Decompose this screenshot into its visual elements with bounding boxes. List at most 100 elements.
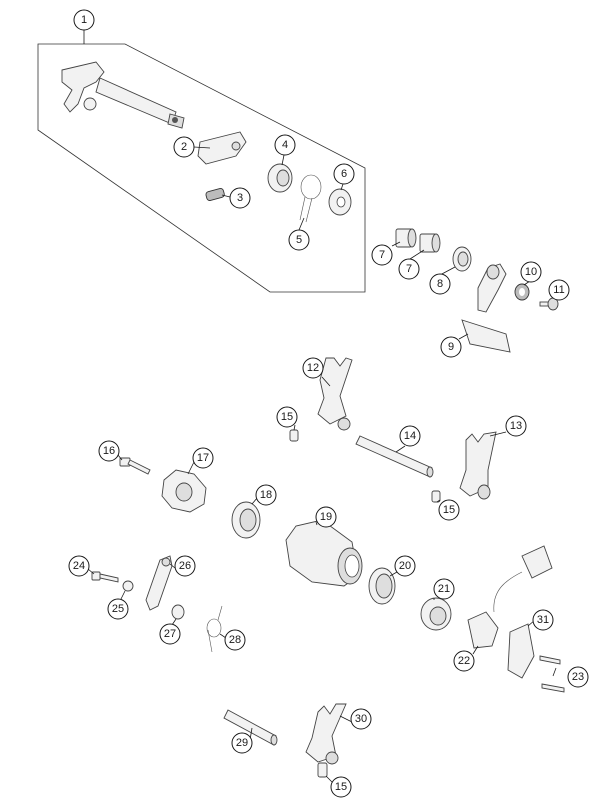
callout-17: 17 (192, 447, 214, 469)
screws-part-23 (539, 655, 565, 693)
pin-part-15c (317, 762, 328, 778)
callout-6: 6 (333, 163, 355, 185)
svg-text:22: 22 (458, 655, 470, 667)
svg-text:18: 18 (260, 489, 272, 501)
gear-sensor-part-22 (467, 571, 523, 649)
shift-drum-part-19 (285, 519, 363, 587)
bushing-part-7b (419, 233, 441, 253)
torsion-spring-part-28 (206, 605, 223, 653)
seal-part-8 (452, 246, 472, 272)
svg-text:15: 15 (281, 411, 293, 423)
callout-20: 20 (394, 555, 416, 577)
callout-29: 29 (231, 732, 253, 754)
callout-22: 22 (453, 650, 475, 672)
svg-text:6: 6 (341, 168, 347, 180)
bearing-part-18 (231, 501, 261, 539)
svg-text:16: 16 (103, 445, 115, 457)
callout-8: 8 (429, 273, 451, 295)
callout-9: 9 (440, 336, 462, 358)
callout-1: 1 (73, 9, 95, 31)
pin-part-15b (431, 490, 441, 503)
washer-part-25 (122, 580, 134, 592)
svg-text:25: 25 (112, 603, 124, 615)
svg-text:7: 7 (406, 263, 412, 275)
svg-text:29: 29 (236, 737, 248, 749)
screw-part-11 (539, 297, 559, 311)
svg-text:26: 26 (179, 560, 191, 572)
svg-text:9: 9 (448, 341, 454, 353)
callout-14: 14 (399, 425, 421, 447)
svg-text:24: 24 (73, 560, 85, 572)
spring-part-3 (205, 188, 225, 201)
bearing-part-20 (368, 567, 396, 605)
svg-text:30: 30 (355, 713, 367, 725)
callout-31: 31 (532, 609, 554, 631)
shift-lever-part-9 (461, 263, 511, 353)
callout-4: 4 (274, 134, 296, 156)
svg-text:11: 11 (553, 284, 564, 296)
callout-28: 28 (224, 629, 246, 651)
callout-23: 23 (567, 666, 589, 688)
callout-3: 3 (229, 187, 251, 209)
svg-text:4: 4 (282, 139, 288, 151)
svg-text:3: 3 (237, 192, 243, 204)
nut-part-10 (514, 283, 530, 301)
svg-text:10: 10 (525, 266, 537, 278)
callout-15a: 15 (276, 406, 298, 428)
callout-21: 21 (433, 578, 455, 600)
svg-text:13: 13 (510, 420, 522, 432)
shift-fork-part-13 (459, 431, 497, 500)
callout-30: 30 (350, 708, 372, 730)
callout-7b: 7 (398, 258, 420, 280)
callout-26: 26 (174, 555, 196, 577)
svg-text:12: 12 (307, 362, 319, 374)
callout-16: 16 (98, 440, 120, 462)
svg-text:1: 1 (81, 14, 87, 26)
circlip-part-5 (299, 174, 322, 223)
callout-12: 12 (302, 357, 324, 379)
svg-text:23: 23 (572, 671, 584, 683)
callout-7a: 7 (371, 244, 393, 266)
sensor-cover-part-31 (507, 623, 535, 679)
fork-rail-part-29 (223, 709, 278, 746)
fork-rail-part-14 (355, 435, 434, 478)
callout-25: 25 (107, 598, 129, 620)
svg-text:31: 31 (537, 614, 549, 626)
svg-text:8: 8 (437, 278, 443, 290)
callout-2: 2 (173, 136, 195, 158)
assembly-1-frame (37, 43, 366, 293)
shift-fork-part-30 (305, 703, 347, 765)
callout-15b: 15 (438, 499, 460, 521)
callout-18: 18 (255, 484, 277, 506)
connector-part (521, 545, 553, 579)
svg-text:21: 21 (438, 583, 450, 595)
screw-part-24 (91, 571, 119, 583)
sensor-rotor-part-21 (420, 597, 452, 631)
shift-lever-part-26 (145, 555, 173, 611)
svg-text:20: 20 (399, 560, 411, 572)
callout-10: 10 (520, 261, 542, 283)
callout-13: 13 (505, 415, 527, 437)
ratchet-part-4 (267, 163, 293, 193)
washer-part-6 (328, 188, 352, 216)
callout-15c: 15 (330, 776, 352, 798)
pin-part-15a (289, 429, 299, 442)
callout-27: 27 (159, 623, 181, 645)
svg-text:5: 5 (296, 234, 302, 246)
callout-11: 11 (548, 279, 570, 301)
svg-text:15: 15 (335, 781, 347, 793)
callout-19: 19 (315, 506, 337, 528)
svg-text:2: 2 (181, 141, 187, 153)
callout-5: 5 (288, 229, 310, 251)
shift-plate-part (197, 131, 247, 165)
shift-drum-locating-part-17 (161, 469, 207, 513)
screw-part-16 (119, 457, 151, 475)
svg-text:28: 28 (229, 634, 241, 646)
svg-text:27: 27 (164, 628, 176, 640)
bushing-part-7a (395, 228, 417, 248)
roller-part-27 (171, 604, 185, 620)
shift-fork-part-12 (317, 357, 353, 431)
svg-text:14: 14 (404, 430, 416, 442)
svg-text:17: 17 (197, 452, 209, 464)
